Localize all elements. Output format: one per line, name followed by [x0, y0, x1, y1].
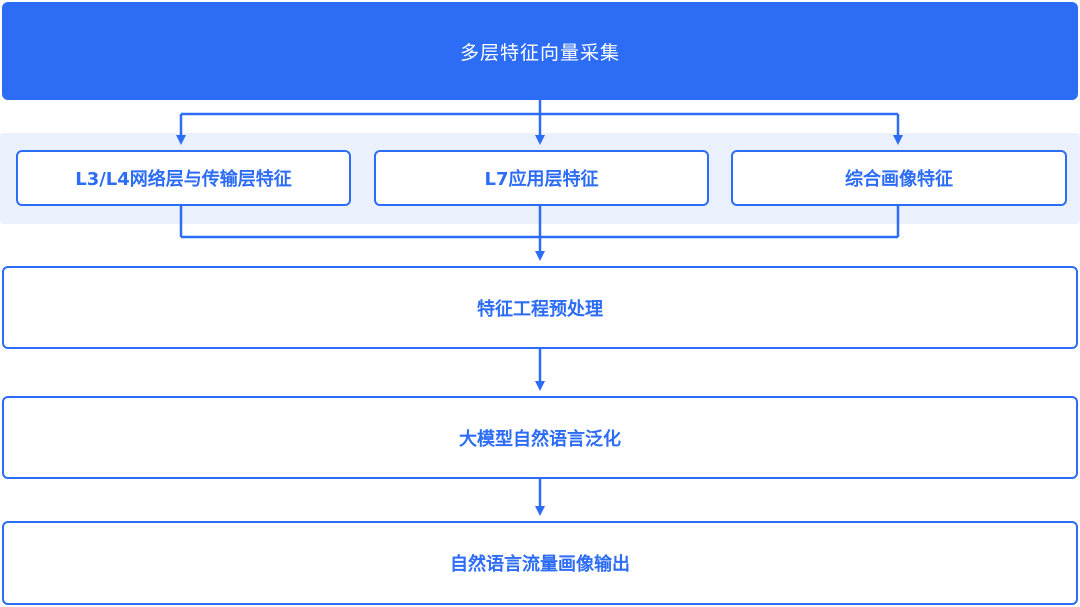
step-label-output: 自然语言流量画像输出 [450, 554, 630, 575]
feature-box-profile: 综合画像特征 [731, 150, 1067, 206]
step-label-llm-generalization: 大模型自然语言泛化 [459, 428, 621, 450]
collection-box: 多层特征向量采集 [2, 2, 1078, 100]
feature-label-profile: 综合画像特征 [845, 169, 953, 190]
step-box-preprocessing: 特征工程预处理 [2, 266, 1078, 349]
step-box-llm-generalization: 大模型自然语言泛化 [2, 396, 1078, 479]
feature-box-l3-l4: L3/L4网络层与传输层特征 [16, 150, 351, 206]
feature-label-l7: L7应用层特征 [484, 169, 599, 190]
feature-label-l3-l4: L3/L4网络层与传输层特征 [75, 169, 292, 190]
collection-label: 多层特征向量采集 [459, 41, 620, 64]
step-box-output: 自然语言流量画像输出 [2, 521, 1078, 605]
step-label-preprocessing: 特征工程预处理 [477, 298, 603, 320]
feature-box-l7: L7应用层特征 [374, 150, 709, 206]
